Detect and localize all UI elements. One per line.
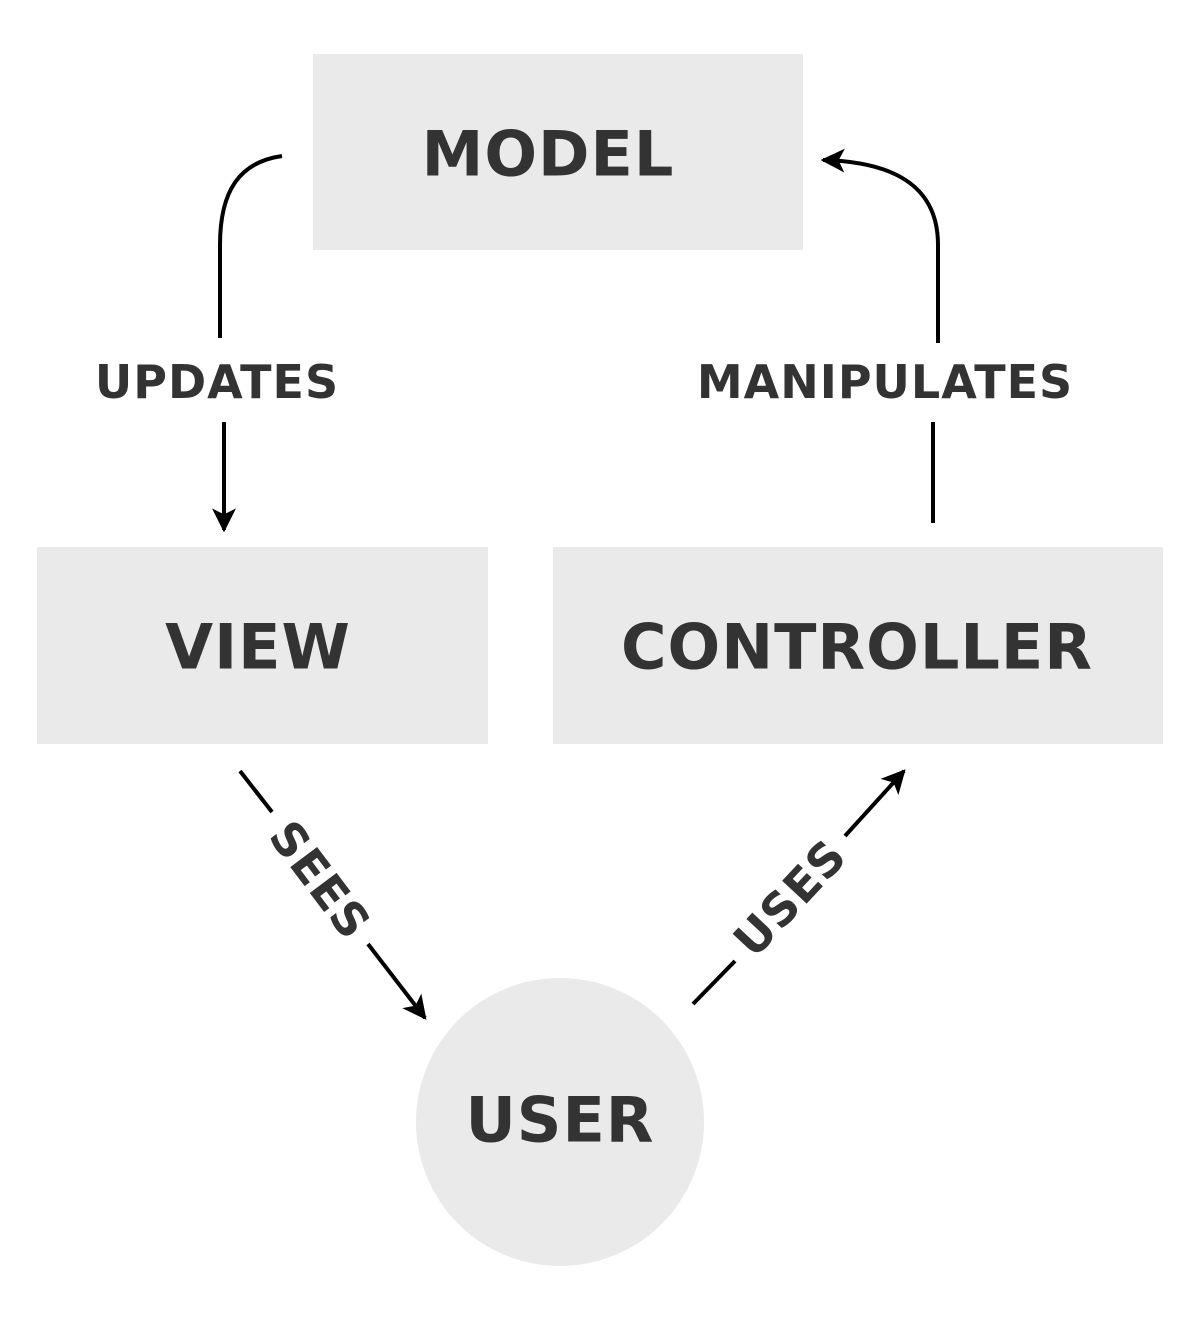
updates-line-top	[218, 154, 283, 338]
controller-box	[553, 547, 1163, 744]
model-box	[313, 54, 803, 250]
model-node: MODEL	[313, 54, 803, 250]
uses-line-bottom	[691, 959, 737, 1006]
user-circle	[416, 978, 704, 1266]
sees-label: SEES	[258, 811, 381, 950]
view-label: VIEW	[165, 611, 351, 684]
user-label: USER	[465, 1084, 654, 1157]
sees-line-top	[238, 769, 274, 814]
controller-node: CONTROLLER	[553, 547, 1163, 744]
view-node: VIEW	[37, 547, 488, 744]
uses-label: USES	[723, 829, 857, 968]
manipulates-label: MANIPULATES	[697, 355, 1073, 409]
sees-edge: SEES	[238, 769, 427, 1020]
controller-label: CONTROLLER	[621, 611, 1093, 684]
uses-arrow	[843, 769, 906, 838]
model-label: MODEL	[422, 118, 675, 191]
uses-edge: USES	[691, 769, 906, 1006]
updates-edge: UPDATES	[95, 154, 339, 533]
manipulates-arrow	[820, 148, 940, 343]
updates-label: UPDATES	[95, 355, 339, 409]
user-node: USER	[416, 978, 704, 1266]
view-box	[37, 547, 488, 744]
manipulates-edge: MANIPULATES	[697, 148, 1073, 523]
sees-arrow	[366, 942, 427, 1020]
